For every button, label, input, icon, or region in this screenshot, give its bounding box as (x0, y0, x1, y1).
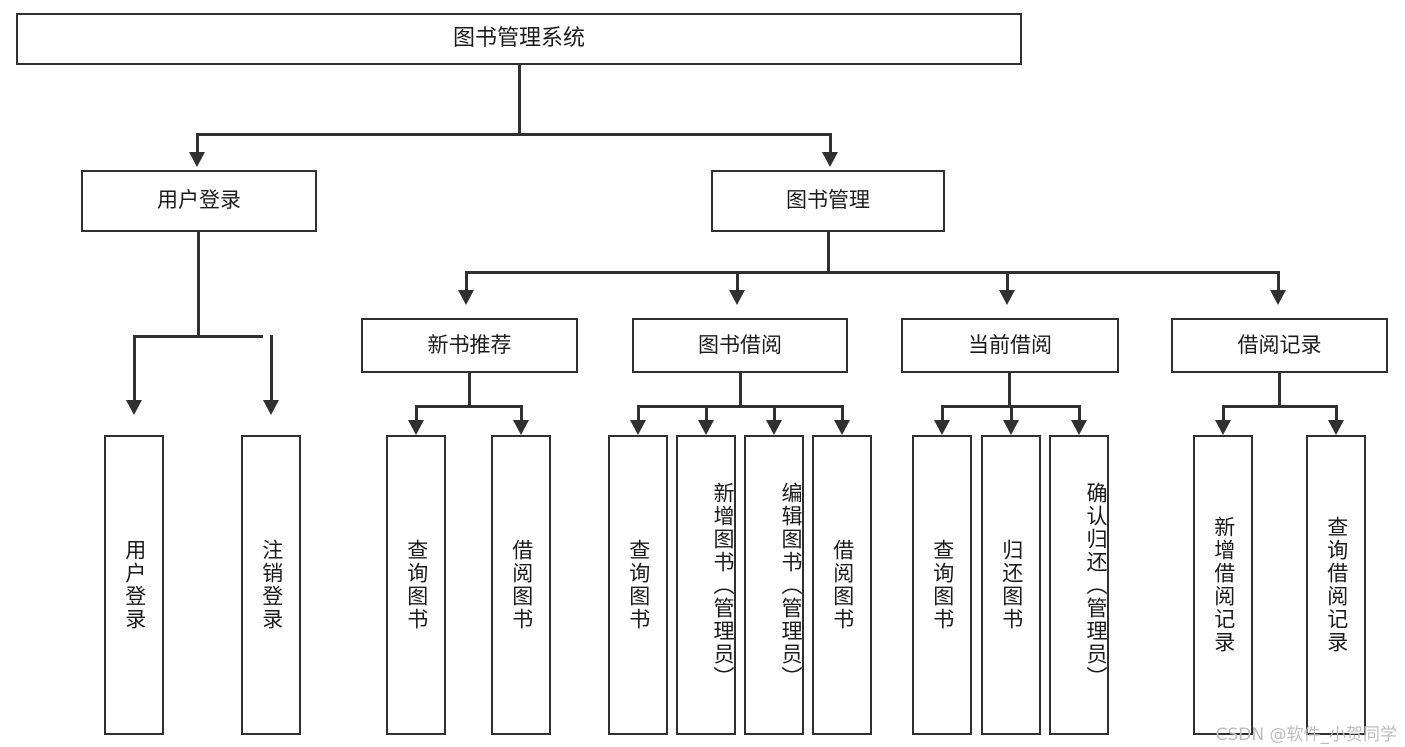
node-label: 查询图书 (626, 539, 651, 631)
leaf-user-login-logout[interactable]: 注销登录 (241, 435, 301, 735)
node-label: 编辑图书（管理员） (779, 481, 803, 689)
arrowhead-current-borrow-leaf-2 (1003, 420, 1019, 435)
connector-new-books-stem (468, 373, 471, 407)
connector-root-to-book-management (829, 133, 832, 155)
leaf-current-borrow-confirm-return-admin[interactable]: 确认归还（管理员） (1049, 435, 1109, 735)
arrowhead-book-borrow-leaf-4 (834, 420, 850, 435)
connector-current-borrow-leaf-3 (1078, 405, 1081, 423)
connector-bm-to-book-borrow (736, 271, 739, 293)
leaf-book-borrow-edit-book-admin[interactable]: 编辑图书（管理员） (744, 435, 804, 735)
connector-borrow-records-leaf-1 (1222, 405, 1225, 423)
leaf-book-borrow-borrow-book[interactable]: 借阅图书 (812, 435, 872, 735)
arrowhead-current-borrow-leaf-3 (1071, 420, 1087, 435)
node-label: 借阅图书 (830, 539, 855, 631)
connector-book-management-stem (827, 232, 830, 274)
node-label: 新增借阅记录 (1211, 516, 1236, 654)
connector-user-login-to-leaf-1 (133, 335, 136, 403)
node-borrow-record[interactable]: 借阅记录 (1171, 318, 1388, 373)
connector-current-borrow-leaf-2 (1010, 405, 1013, 423)
arrowhead-user-login-leaf-1 (126, 400, 142, 415)
node-label: 新增图书（管理员） (711, 481, 735, 689)
connector-book-borrow-leaf-3 (773, 405, 776, 423)
connector-borrow-records-leaf-2 (1335, 405, 1338, 423)
connector-book-borrow-leaf-4 (841, 405, 844, 423)
node-label: 确认归还（管理员） (1084, 481, 1108, 689)
node-label: 图书管理系统 (452, 25, 585, 51)
arrowhead-borrow-records-leaf-2 (1328, 420, 1344, 435)
connector-book-borrow-leaf-2 (705, 405, 708, 423)
leaf-book-borrow-query-book[interactable]: 查询图书 (608, 435, 668, 735)
connector-root-stem (518, 65, 521, 135)
connector-user-login-bus (133, 335, 263, 338)
connector-bm-to-new-books (465, 271, 468, 293)
arrowhead-current-borrow-leaf-1 (934, 420, 950, 435)
arrowhead-borrow-records-leaf-1 (1215, 420, 1231, 435)
node-label: 查询借阅记录 (1324, 516, 1349, 654)
leaf-new-books-query-book[interactable]: 查询图书 (386, 435, 446, 735)
connector-user-login-stem (197, 232, 200, 337)
node-new-book-recommend[interactable]: 新书推荐 (361, 318, 578, 373)
leaf-new-books-borrow-book[interactable]: 借阅图书 (491, 435, 551, 735)
leaf-borrow-records-query-record[interactable]: 查询借阅记录 (1306, 435, 1366, 735)
connector-book-borrow-bus (637, 405, 842, 408)
node-label: 查询图书 (404, 539, 429, 631)
connector-current-borrow-leaf-1 (941, 405, 944, 423)
arrowhead-new-books-leaf-2 (513, 420, 529, 435)
arrowhead-user-login-leaf-2 (263, 400, 279, 415)
connector-bm-to-borrow-records (1277, 271, 1280, 293)
node-book-management[interactable]: 图书管理 (711, 170, 945, 232)
arrowhead-book-borrow-leaf-3 (766, 420, 782, 435)
node-book-borrow[interactable]: 图书借阅 (632, 318, 848, 373)
arrowhead-new-books-leaf-1 (408, 420, 424, 435)
arrowhead-book-borrow-leaf-1 (630, 420, 646, 435)
connector-root-bus (196, 133, 832, 136)
arrowhead-book-borrow-leaf-2 (698, 420, 714, 435)
node-user-login[interactable]: 用户登录 (81, 170, 317, 232)
connector-new-books-leaf-1 (415, 405, 418, 423)
node-label: 查询图书 (930, 539, 955, 631)
node-label: 图书管理 (786, 188, 870, 213)
node-label: 用户登录 (157, 188, 241, 213)
connector-borrow-records-bus (1222, 405, 1338, 408)
arrowhead-bm-current-borrow (999, 290, 1015, 305)
arrowhead-bm-borrow-records (1270, 290, 1286, 305)
node-label: 借阅记录 (1237, 332, 1322, 357)
connector-user-login-to-leaf-2 (270, 335, 273, 403)
connector-root-to-user-login (196, 133, 199, 155)
arrowhead-root-to-user-login (189, 152, 205, 167)
arrowhead-root-to-book-management (822, 152, 838, 167)
node-label: 借阅图书 (509, 539, 534, 631)
connector-new-books-leaf-2 (520, 405, 523, 423)
connector-borrow-records-stem (1278, 373, 1281, 407)
connector-book-borrow-stem (739, 373, 742, 407)
connector-bm-to-current-borrow (1006, 271, 1009, 293)
node-label: 归还图书 (999, 539, 1024, 631)
node-current-borrow[interactable]: 当前借阅 (901, 318, 1119, 373)
node-label: 新书推荐 (427, 332, 512, 357)
leaf-user-login-login[interactable]: 用户登录 (104, 435, 164, 735)
arrowhead-bm-book-borrow (729, 290, 745, 305)
arrowhead-bm-new-books (458, 290, 474, 305)
node-root-book-management-system[interactable]: 图书管理系统 (16, 13, 1022, 65)
node-label: 图书借阅 (698, 332, 782, 357)
leaf-book-borrow-add-book-admin[interactable]: 新增图书（管理员） (676, 435, 736, 735)
leaf-current-borrow-query-book[interactable]: 查询图书 (912, 435, 972, 735)
node-label: 用户登录 (122, 539, 147, 631)
connector-current-borrow-stem (1008, 373, 1011, 407)
node-label: 当前借阅 (968, 332, 1052, 357)
leaf-current-borrow-return-book[interactable]: 归还图书 (981, 435, 1041, 735)
leaf-borrow-records-add-record[interactable]: 新增借阅记录 (1193, 435, 1253, 735)
node-label: 注销登录 (259, 539, 284, 631)
connector-book-management-bus (465, 271, 1280, 274)
connector-new-books-bus (415, 405, 523, 408)
connector-book-borrow-leaf-1 (637, 405, 640, 423)
